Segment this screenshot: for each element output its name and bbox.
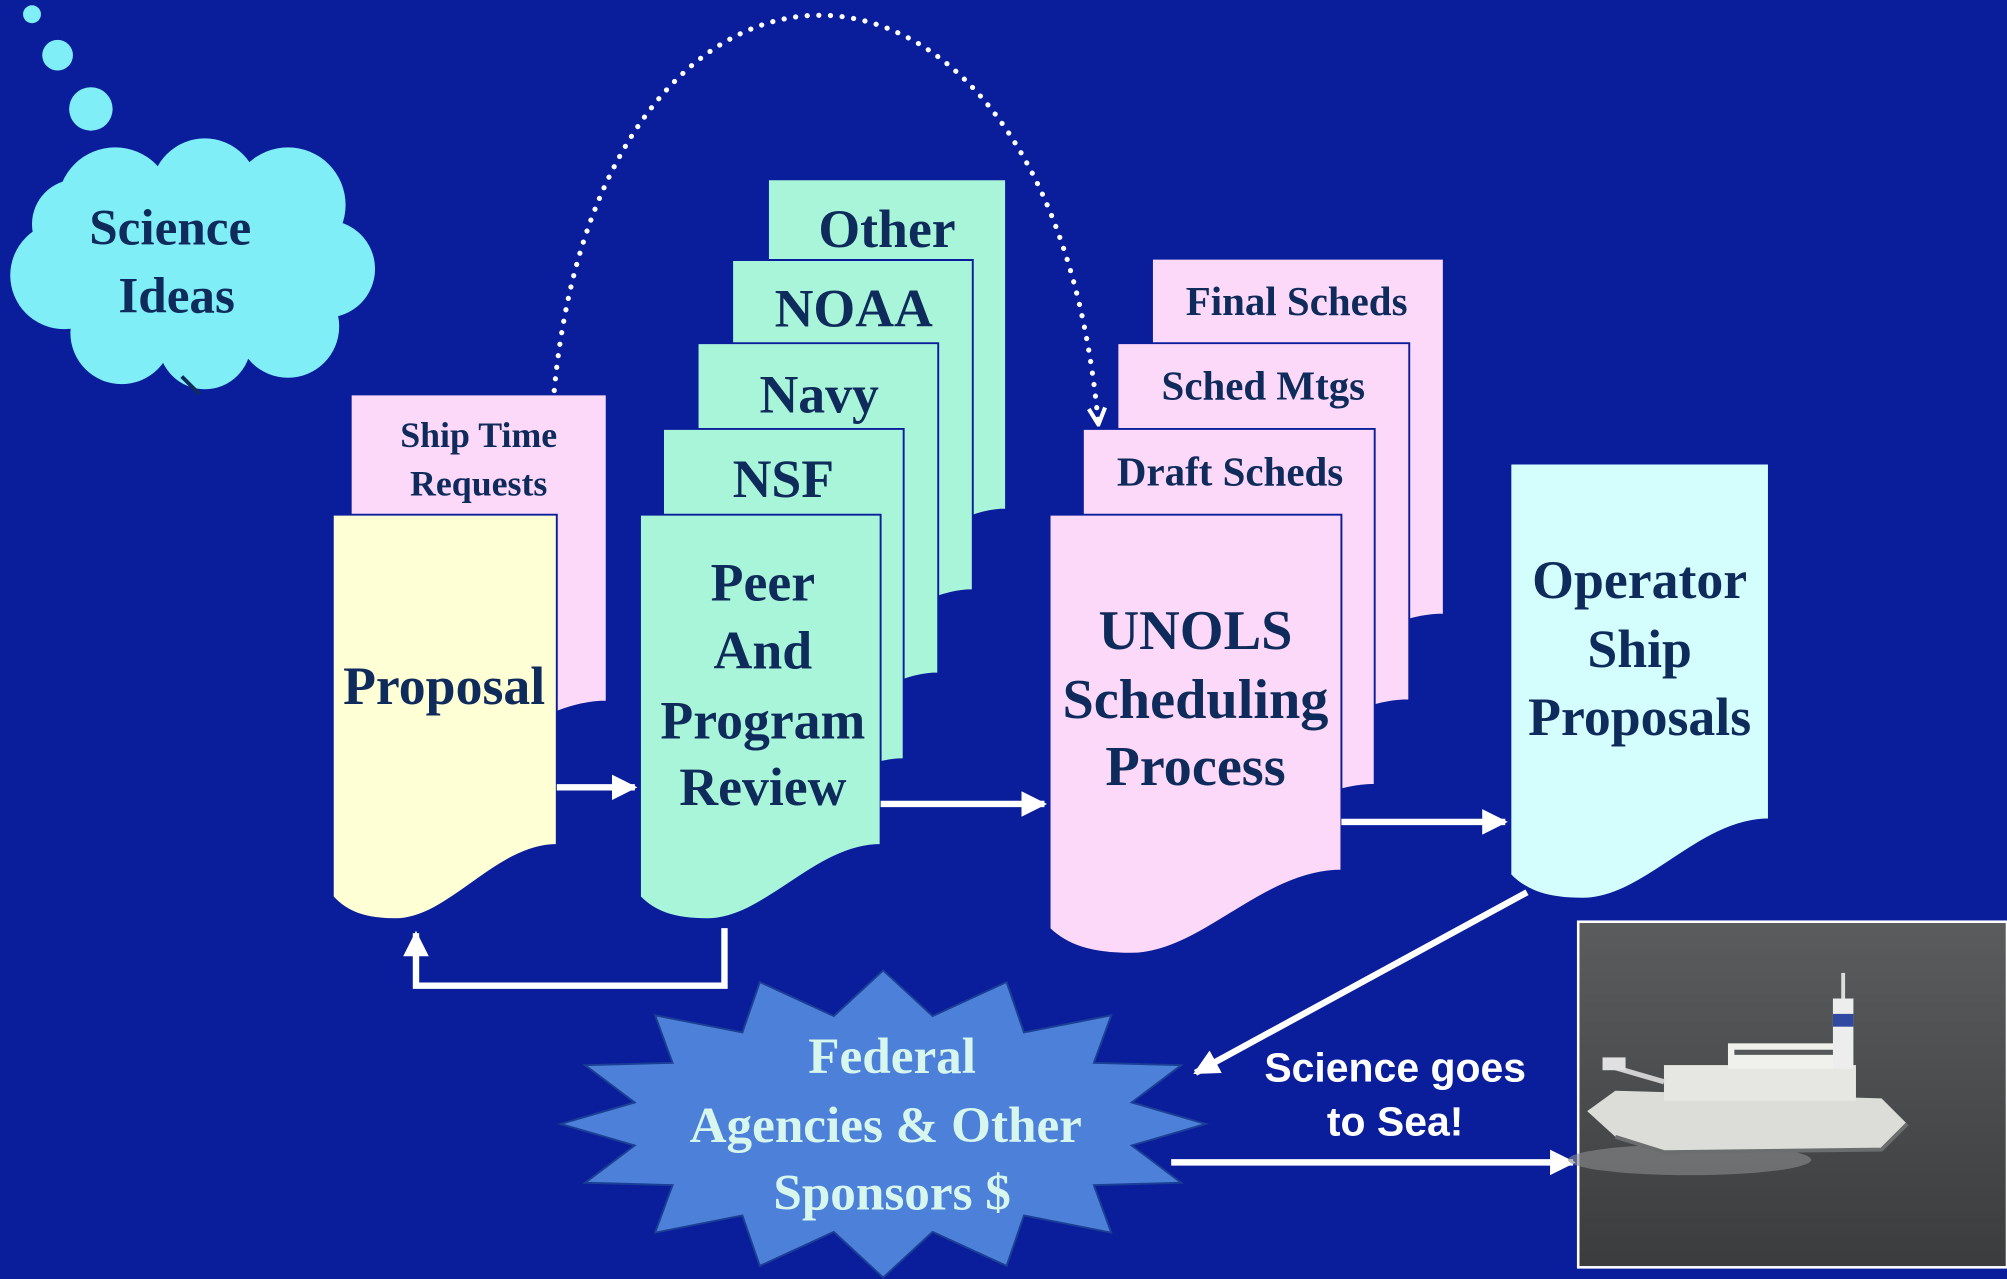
unols-main-line-2: Scheduling (1063, 669, 1329, 731)
dotted-arc-arrow (551, 12, 1098, 422)
thought-dot-large (69, 87, 113, 131)
cloud-tail (180, 375, 202, 396)
sponsors-starburst: Federal Agencies & Other Sponsors $ (557, 969, 1210, 1279)
arrow-operator-to-sponsors (1193, 889, 1529, 1076)
unols-card-draft-scheds-label: Draft Scheds (1117, 449, 1343, 494)
arrow-review-feedback-loop (403, 928, 728, 989)
review-card-nsf-label: NSF (733, 449, 835, 509)
thought-bubble-dots (23, 5, 113, 131)
sea-caption-line-1: Science goes (1264, 1045, 1526, 1091)
ship-time-requests-line-2: Requests (410, 464, 547, 504)
review-main-line-4: Review (679, 757, 846, 817)
sea-caption-line-2: to Sea! (1327, 1098, 1464, 1144)
ship-photo-bridge (1727, 1043, 1844, 1069)
unols-stack: Final Scheds Sched Mtgs Draft Scheds UNO… (1048, 257, 1445, 955)
operator-proposals-line-1: Operator (1532, 550, 1747, 610)
review-card-navy-label: Navy (759, 364, 879, 424)
thought-dot-small (23, 5, 41, 24)
operator-proposals-shape (1509, 462, 1770, 900)
thought-dot-medium (42, 39, 73, 71)
review-card-main-shape (639, 513, 882, 921)
review-main-line-2: And (714, 620, 813, 680)
operator-proposals-line-2: Ship (1587, 619, 1692, 679)
ship-photo (1567, 920, 2007, 1269)
review-main-line-1: Peer (711, 552, 815, 612)
science-ideas-line-1: Science (89, 200, 251, 257)
proposal-shape (331, 513, 558, 921)
ship-photo-hull-stripe (1614, 1122, 1909, 1155)
ship-photo-hull (1587, 1090, 1908, 1153)
sponsors-line-3: Sponsors $ (773, 1165, 1011, 1222)
ship-photo-deckhouse (1663, 1065, 1856, 1101)
proposal-label: Proposal (343, 656, 545, 716)
review-card-noaa-label: NOAA (775, 279, 933, 339)
ship-photo-mast-band (1832, 1013, 1854, 1027)
science-ideas-cloud: Science Ideas (10, 138, 376, 396)
sea-caption: Science goes to Sea! (1264, 1045, 1526, 1145)
proposal-card: Proposal (331, 513, 558, 921)
sponsors-line-2: Agencies & Other (690, 1097, 1082, 1154)
ship-time-requests-line-1: Ship Time (400, 415, 557, 455)
unols-card-main-shape (1048, 513, 1343, 955)
review-card-main: Peer And Program Review (639, 513, 882, 921)
ship-photo-windows (1734, 1049, 1837, 1055)
ship-photo-crane-head (1602, 1057, 1626, 1071)
sponsors-line-1: Federal (808, 1028, 976, 1085)
cloud-shape (10, 138, 376, 390)
review-main-line-3: Program (660, 691, 865, 751)
ship-photo-mast (1832, 998, 1854, 1069)
operator-proposals-card: Operator Ship Proposals (1509, 462, 1770, 900)
unols-card-final-scheds-label: Final Scheds (1186, 279, 1408, 324)
unols-card-sched-mtgs-label: Sched Mtgs (1162, 364, 1366, 409)
starburst-shape (557, 969, 1210, 1279)
science-ideas-line-2: Ideas (118, 267, 235, 324)
unols-card-main: UNOLS Scheduling Process (1048, 513, 1343, 955)
operator-proposals-line-3: Proposals (1528, 687, 1751, 747)
unols-main-line-1: UNOLS (1099, 600, 1293, 662)
review-card-other-label: Other (818, 199, 955, 259)
unols-main-line-3: Process (1105, 736, 1285, 798)
review-stack: Other NOAA Navy NSF Peer And Program Rev… (639, 178, 1008, 921)
